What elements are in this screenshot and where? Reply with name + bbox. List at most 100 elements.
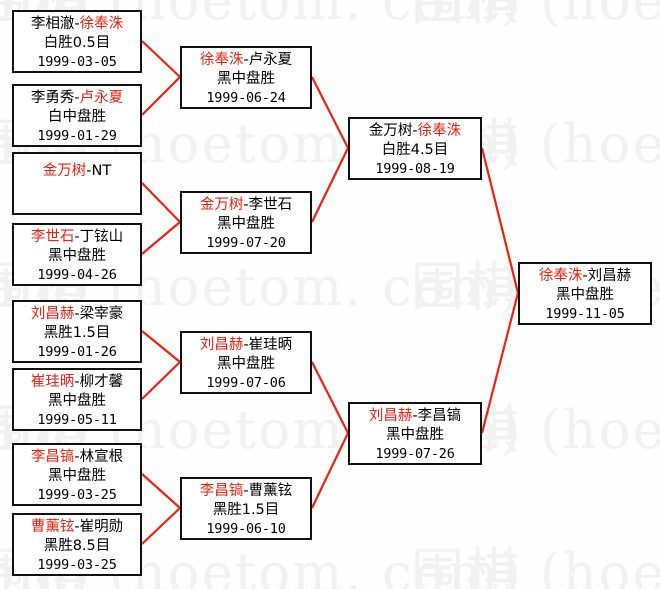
match-result: 黑中盘胜 (217, 71, 275, 88)
player-winner: 刘昌赫 (368, 408, 413, 424)
match-date: 1999-04-26 (37, 266, 117, 283)
match-players: 刘昌赫-梁宰豪 (14, 305, 140, 324)
player-separator: - (74, 90, 80, 106)
c-r1m1-r2m1 (141, 40, 181, 78)
player-loser: 李昌镐 (417, 408, 462, 424)
watermark-text: 围棋 (hoetom. com) (411, 543, 660, 589)
c-r3m1-r4m1 (480, 147, 520, 294)
player-loser: NT (91, 163, 112, 179)
player-loser: 金万树 (368, 123, 413, 139)
match-result: 黑胜1.5目 (212, 502, 280, 519)
match-date: 1999-03-25 (37, 486, 117, 503)
player-separator: - (243, 197, 249, 213)
match-players: 徐奉洙-卢永夏 (182, 51, 310, 70)
player-loser: 刘昌赫 (587, 268, 632, 284)
player-loser: 丁铉山 (79, 229, 124, 245)
player-winner: 金万树 (199, 197, 244, 213)
match-date: 1999-08-19 (375, 160, 455, 177)
match-date: 1999-01-26 (37, 343, 117, 360)
player-loser: 梁宰豪 (79, 306, 124, 322)
player-loser: 崔明勋 (79, 519, 124, 535)
player-winner: 刘昌赫 (30, 306, 75, 322)
match-players: 李昌镐-曹薰铉 (182, 482, 310, 501)
match-players: 刘昌赫-李昌镐 (350, 407, 480, 426)
match-result: 黑中盘胜 (48, 468, 106, 485)
c-r1m3-r2m2 (141, 182, 181, 223)
player-separator: - (243, 52, 249, 68)
player-winner: 徐奉洙 (199, 52, 244, 68)
match-players: 金万树-李世石 (182, 196, 310, 215)
match-result: 黑中盘胜 (48, 248, 106, 265)
player-loser: 曹薰铉 (248, 483, 293, 499)
match-date: 1999-06-24 (206, 89, 286, 106)
match-result: 黑中盘胜 (386, 427, 444, 444)
match-date: 1999-03-05 (37, 53, 117, 70)
player-winner: 李世石 (30, 229, 75, 245)
player-separator: - (74, 449, 80, 465)
c-r2m3-r3m2 (311, 361, 349, 434)
match-result: 黑中盘胜 (556, 287, 614, 304)
player-separator: - (412, 408, 418, 424)
match-result: 黑胜1.5目 (43, 325, 111, 342)
match-date: 1999-07-20 (206, 234, 286, 251)
player-separator: - (74, 374, 80, 390)
player-separator: - (74, 306, 80, 322)
player-loser: 卢永夏 (248, 52, 293, 68)
watermark-text: 围棋 (hoetom. com) (411, 0, 660, 32)
c-r2m1-r3m1 (311, 76, 349, 149)
match-players: 徐奉洙-刘昌赫 (520, 267, 650, 286)
player-loser: 崔珪昞 (248, 337, 293, 353)
match-players: 曹薰铉-崔明勋 (14, 518, 140, 537)
match-players: 李相澈-徐奉洙 (14, 15, 140, 34)
match-players: 李世石-丁铉山 (14, 228, 140, 247)
player-separator: - (74, 519, 80, 535)
match-date: 1999-11-05 (545, 305, 625, 322)
match-players: 崔珪昞-柳才馨 (14, 373, 140, 392)
match-result: 黑中盘胜 (217, 356, 275, 373)
player-winner: 徐奉洙 (538, 268, 583, 284)
match-date: 1999-07-06 (206, 374, 286, 391)
c-r2m2-r3m1 (311, 147, 349, 223)
player-separator: - (243, 337, 249, 353)
player-separator: - (74, 16, 80, 32)
match-players: 刘昌赫-崔珪昞 (182, 336, 310, 355)
match-box-r1m3[interactable]: 金万树-NT (12, 152, 142, 215)
player-winner: 曹薰铉 (30, 519, 75, 535)
match-result: 黑胜8.5目 (43, 538, 111, 555)
c-r1m4-r2m2 (141, 221, 181, 255)
c-r1m7-r2m4 (141, 473, 181, 509)
match-players: 李昌镐-林宣根 (14, 448, 140, 467)
c-r1m6-r2m3 (141, 361, 181, 400)
player-separator: - (86, 163, 92, 179)
player-winner: 崔珪昞 (30, 374, 75, 390)
match-result: 黑中盘胜 (48, 393, 106, 410)
c-r1m8-r2m4 (141, 507, 181, 545)
c-r1m5-r2m3 (141, 330, 181, 363)
player-loser: 林宣根 (79, 449, 124, 465)
player-loser: 李勇秀 (30, 90, 75, 106)
c-r2m4-r3m2 (311, 432, 349, 509)
player-winner: 李昌镐 (199, 483, 244, 499)
match-players: 李勇秀-卢永夏 (14, 89, 140, 108)
player-winner: 卢永夏 (79, 90, 124, 106)
player-separator: - (582, 268, 588, 284)
match-result: 白胜0.5目 (43, 35, 111, 52)
player-loser: 李世石 (248, 197, 293, 213)
match-players: 金万树-NT (14, 162, 140, 181)
match-date: 1999-03-25 (37, 556, 117, 573)
